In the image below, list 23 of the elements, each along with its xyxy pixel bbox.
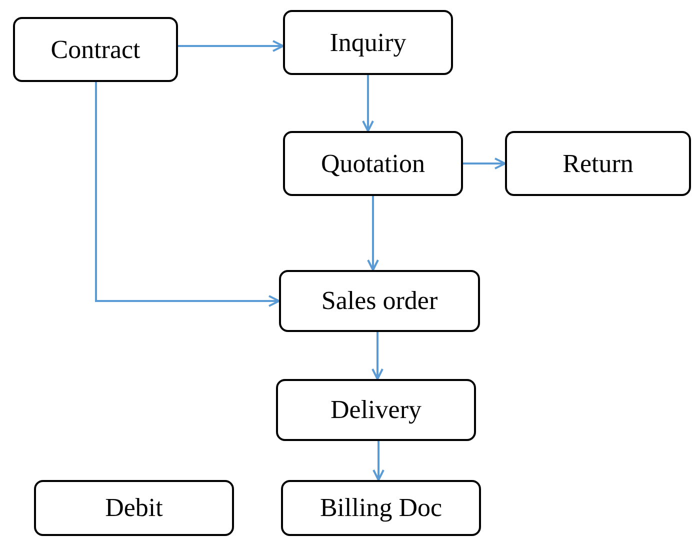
process-box: [283, 131, 463, 196]
process-box: [279, 270, 480, 332]
box-label: Inquiry: [330, 28, 406, 58]
arrow: [372, 441, 384, 481]
box-label: Billing Doc: [320, 493, 442, 523]
process-box: [283, 10, 453, 75]
arrow: [95, 82, 280, 307]
process-box: [34, 480, 234, 536]
box-label: Sales order: [321, 286, 438, 316]
box-label: Delivery: [330, 395, 422, 425]
box-label: Quotation: [321, 148, 425, 178]
arrow: [463, 158, 506, 170]
arrow: [178, 40, 284, 52]
arrow: [367, 196, 379, 271]
process-box: [281, 480, 481, 536]
arrow: [372, 332, 384, 380]
process-box: [505, 131, 691, 196]
process-box: [13, 17, 178, 82]
box-label: Debit: [105, 493, 163, 523]
arrow: [362, 75, 374, 132]
box-label: Contract: [50, 34, 140, 64]
process-box: [276, 379, 476, 441]
box-label: Return: [562, 148, 634, 178]
